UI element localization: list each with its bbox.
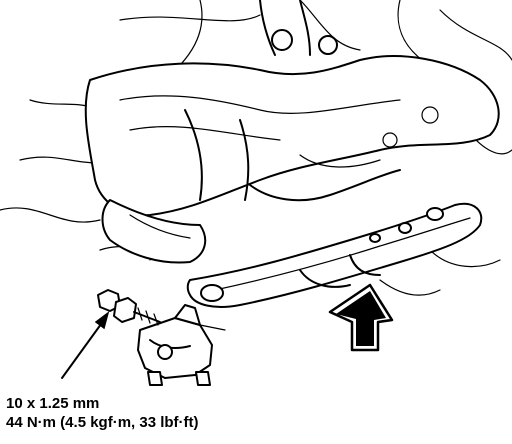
flange-bolt [97, 289, 161, 326]
leader-arrow-icon [61, 311, 110, 379]
damper-fork [101, 199, 207, 264]
lower-arm [186, 202, 483, 308]
torque-spec: 44 N·m (4.5 kgf·m, 33 lbf·ft) [6, 414, 199, 431]
mounting-bracket [137, 304, 226, 386]
bold-up-arrow-icon [328, 283, 394, 352]
upper-subframe [84, 0, 500, 217]
bolt-size-spec: 10 x 1.25 mm [6, 395, 100, 412]
